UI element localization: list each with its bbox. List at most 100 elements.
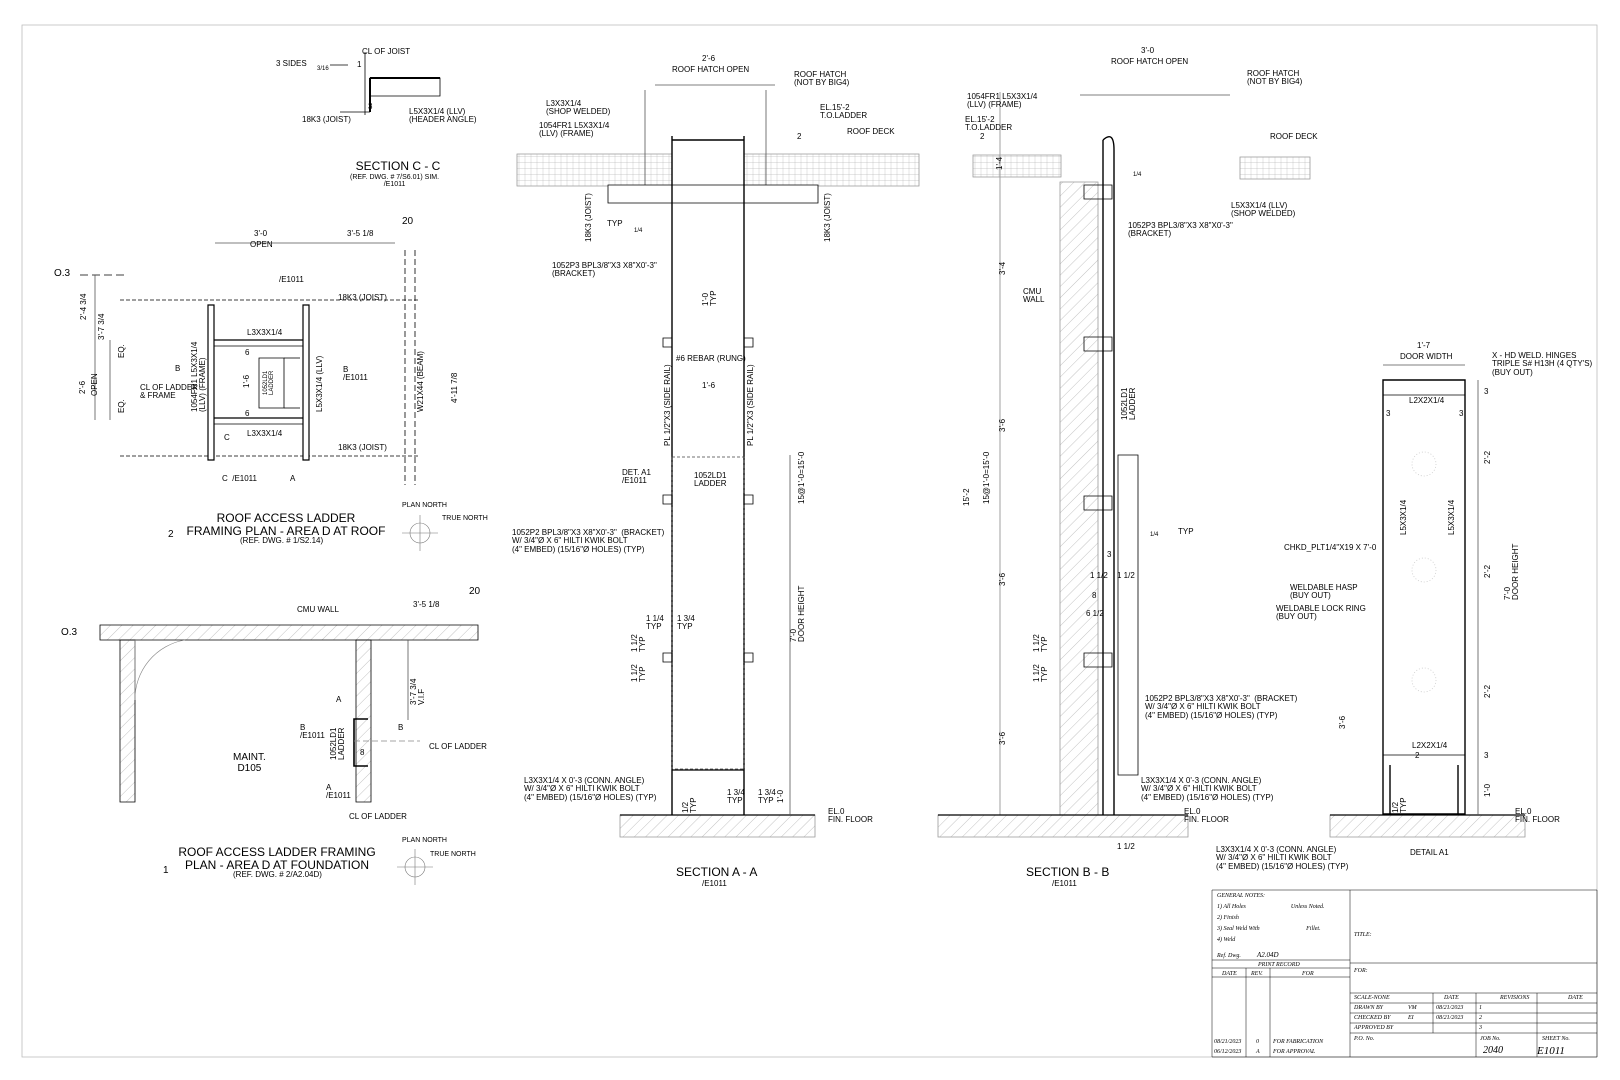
p1-cmu: CMU WALL — [297, 605, 339, 614]
sb-cmu: CMU WALL — [1023, 287, 1045, 305]
p1-b: B /E1011 — [300, 723, 325, 741]
sb-1052p3: 1052P3 BPL3/8"X3 X8"X0'-3" (BRACKET) — [1128, 221, 1233, 239]
sb-112typb: 1 1/2 TYP — [1032, 664, 1050, 682]
sheet-border — [22, 25, 1597, 1057]
sa-rung: #6 REBAR (RUNG) — [676, 354, 746, 363]
tb-title: TITLE: — [1354, 932, 1372, 938]
p2-26: 2'-6 — [78, 380, 87, 394]
tb-note2: 2) Finish — [1217, 915, 1239, 921]
title-block-lines — [1212, 890, 1597, 1057]
d-2: 2 — [1415, 751, 1420, 760]
sa-114: 1 1/4 TYP — [646, 614, 664, 632]
tb-rec2-for: FOR APPROVAL — [1273, 1049, 1316, 1055]
sb-112a: 1 1/2 — [1090, 571, 1108, 580]
sa-10: 1'-0 — [776, 789, 785, 803]
tb-rev-date: DATE — [1568, 995, 1583, 1001]
sa-134b: 1 3/4 TYP — [727, 788, 745, 806]
tb-rev2: 2 — [1479, 1015, 1482, 1021]
sa-hatch: ROOF HATCH OPEN — [672, 65, 750, 74]
detail-a1-drawing — [1330, 365, 1525, 837]
sa-l3: L3X3X1/4 (SHOP WELDED) — [546, 99, 611, 117]
sb-hatch: ROOF HATCH OPEN — [1111, 57, 1189, 66]
p2-o3: O.3 — [54, 268, 71, 279]
d-3a: 3 — [1386, 409, 1391, 418]
sb-36b: 3'-6 — [998, 572, 1007, 586]
p2-1052: 1052LD1 LADDER — [263, 370, 276, 395]
sc-title: SECTION C - C — [355, 159, 441, 173]
north-arrow-roof — [402, 515, 438, 551]
sa-el0: EL.0 FIN. FLOOR — [828, 807, 873, 825]
d-22a: 2'-2 — [1483, 450, 1492, 464]
tb-general-notes: GENERAL NOTES: — [1217, 893, 1266, 899]
tb-job-val: 2040 — [1483, 1045, 1503, 1056]
sb-1054: 1054FR1 L5X3X1/4 (LLV) (FRAME) — [967, 92, 1038, 110]
d-hinges: X - HD WELD. HINGES TRIPLE S# H13H (4 QT… — [1492, 351, 1593, 377]
p2-b1: B — [175, 364, 181, 373]
p2-6b: 6 — [245, 409, 250, 418]
section-b-b-drawing — [938, 92, 1310, 837]
d-l5b: L5X3X1/4 — [1447, 499, 1456, 535]
p2-18k3a: 18K3 (JOIST) — [338, 293, 387, 302]
sa-det: DET. A1 /E1011 — [622, 468, 651, 486]
p2-c: C — [224, 433, 230, 442]
sb-15: 15@1'-0=15'-0 — [982, 451, 991, 504]
sa-conn: L3X3X1/4 X 0'-3 (CONN. ANGLE) W/ 3/4"Ø X… — [524, 776, 657, 802]
sa-1054: 1054FR1 L5X3X1/4 (LLV) (FRAME) — [539, 121, 610, 139]
sb-112c: 1 1/2 — [1117, 842, 1135, 851]
tb-checked-val: EI — [1408, 1015, 1414, 1021]
sb-2: 2 — [980, 132, 985, 141]
sc-cl-joist: CL OF JOIST — [362, 47, 411, 56]
p1-374: 3'-7 3/4 V.I.F — [409, 678, 427, 705]
tb-checked-date: 08/21/2023 — [1436, 1015, 1464, 1021]
plan-roof-drawing — [80, 243, 420, 485]
sa-1052p3: 1052P3 BPL3/8"X3 X8"X0'-3" (BRACKET) — [552, 261, 657, 279]
d-12typ: 1/2 TYP — [1391, 797, 1409, 813]
sa-1052p2: 1052P2 BPL3/8"X3 X8"X0'-3" (BRACKET) W/ … — [512, 528, 665, 554]
p1-20: 20 — [469, 586, 481, 597]
sb-ref: /E1011 — [1052, 879, 1077, 888]
tb-rev3: 3 — [1479, 1025, 1482, 1031]
sb-roofdeck: ROOF DECK — [1270, 132, 1318, 141]
p2-20: 20 — [402, 216, 414, 227]
tb-print-record: PRINT RECORD — [1258, 962, 1300, 968]
d-hasp: WELDABLE HASP (BUY OUT) — [1290, 583, 1358, 601]
d-chkd: CHKD_PLT1/4"X19 X 7'-0 — [1284, 543, 1377, 552]
section-c-c-drawing — [330, 52, 440, 115]
sc-3sides: 3 SIDES — [276, 59, 307, 68]
sb-152: 15'-2 — [962, 488, 971, 506]
sa-pl2: PL 1/2"X3 (SIDE RAIL) — [746, 364, 755, 446]
p1-b2: B — [398, 723, 404, 732]
sa-18k3r: 18K3 (JOIST) — [823, 193, 832, 242]
sa-ref: /E1011 — [702, 879, 727, 888]
tb-po-no: P.O. No. — [1354, 1036, 1375, 1042]
sb-112b: 1 1/2 — [1117, 571, 1135, 580]
sa-el: EL.15'-2 T.O.LADDER — [820, 103, 868, 121]
p1-a2: A /E1011 — [326, 783, 351, 801]
p2-truenorth: TRUE NORTH — [442, 515, 488, 522]
p1-ladder: 1052LD1 LADDER — [329, 727, 347, 760]
tb-for: FOR: — [1354, 968, 1368, 974]
sb-l5: L5X3X1/4 (LLV) (SHOP WELDED) — [1231, 201, 1296, 219]
p2-18k3b: 18K3 (JOIST) — [338, 443, 387, 452]
p1-title: ROOF ACCESS LADDER FRAMING PLAN - AREA D… — [178, 845, 376, 872]
sa-2: 2 — [797, 132, 802, 141]
d-17: 1'-7 — [1417, 341, 1431, 350]
sa-26: 2'-6 — [702, 54, 716, 63]
tb-sheet-no: SHEET No. — [1542, 1036, 1570, 1042]
p1-ref: (REF. DWG. # 2/A2.04D) — [233, 870, 322, 879]
sb-14c: 1/4 — [1150, 532, 1159, 538]
sa-70: 7'-0 DOOR HEIGHT — [789, 585, 807, 642]
d-22b: 2'-2 — [1483, 564, 1492, 578]
tb-date: DATE — [1444, 995, 1459, 1001]
sb-36a: 3'-6 — [998, 418, 1007, 432]
p1-maint: MAINT. D105 — [233, 752, 266, 774]
tb-pr-date: DATE — [1222, 971, 1237, 977]
sb-612: 6 1/2 — [1086, 609, 1104, 618]
tb-note4: 4) Weld — [1217, 937, 1236, 943]
tb-ref-dwg-val: A2.04D — [1257, 951, 1279, 959]
sc-3: 3 — [368, 102, 373, 111]
tb-pr-rev: REV. — [1251, 971, 1263, 977]
sa-16: 1'-6 — [702, 381, 716, 390]
tb-rec2-rev: A — [1256, 1049, 1260, 1055]
sb-30: 3'-0 — [1141, 46, 1155, 55]
